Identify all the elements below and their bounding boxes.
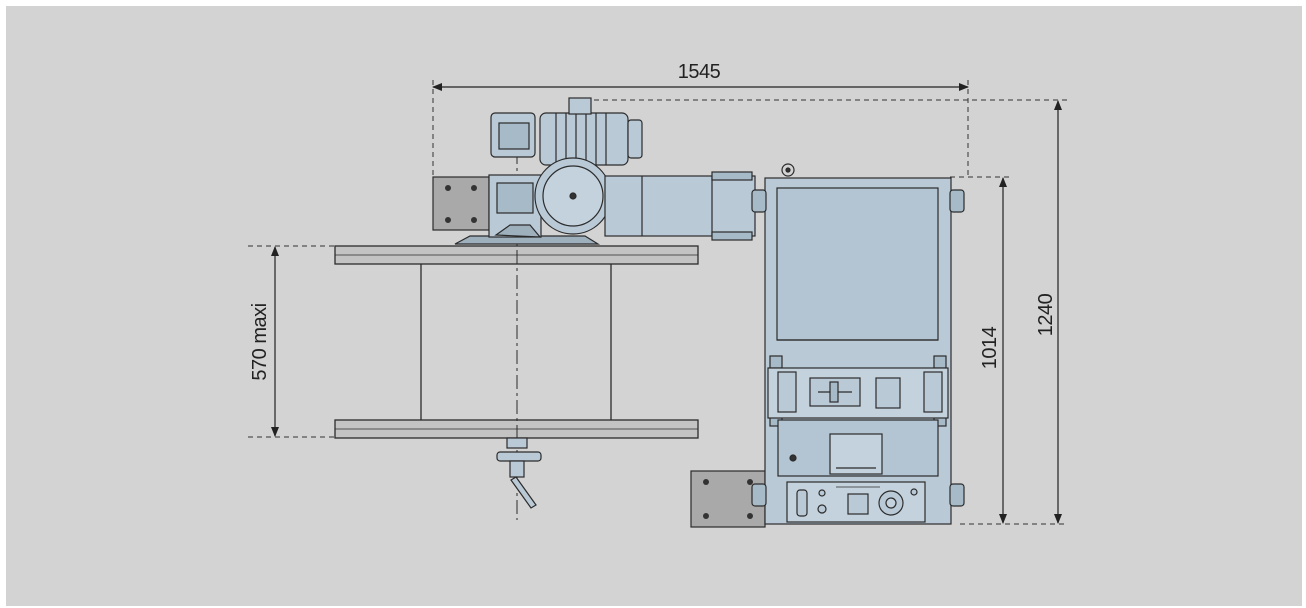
dimension-label-cabinet: 1014 — [979, 326, 1001, 369]
shaft-handle — [496, 437, 542, 509]
drawing-background — [6, 6, 1302, 606]
left-mounting-plate — [432, 176, 490, 231]
dimension-label-height: 1240 — [1035, 293, 1057, 336]
dimension-overall-width: 1545 — [432, 61, 969, 178]
dimension-cabinet-height: 1014 — [950, 176, 1012, 524]
dimension-overall-height: 1240 — [585, 99, 1068, 525]
dimension-reel-width: 570 maxi — [248, 245, 336, 438]
support-arm — [604, 163, 795, 241]
dimension-label-width: 1545 — [678, 61, 721, 83]
cable-reel — [334, 125, 699, 520]
control-cabinet — [751, 177, 965, 525]
dimension-label-reel: 570 maxi — [249, 303, 271, 380]
